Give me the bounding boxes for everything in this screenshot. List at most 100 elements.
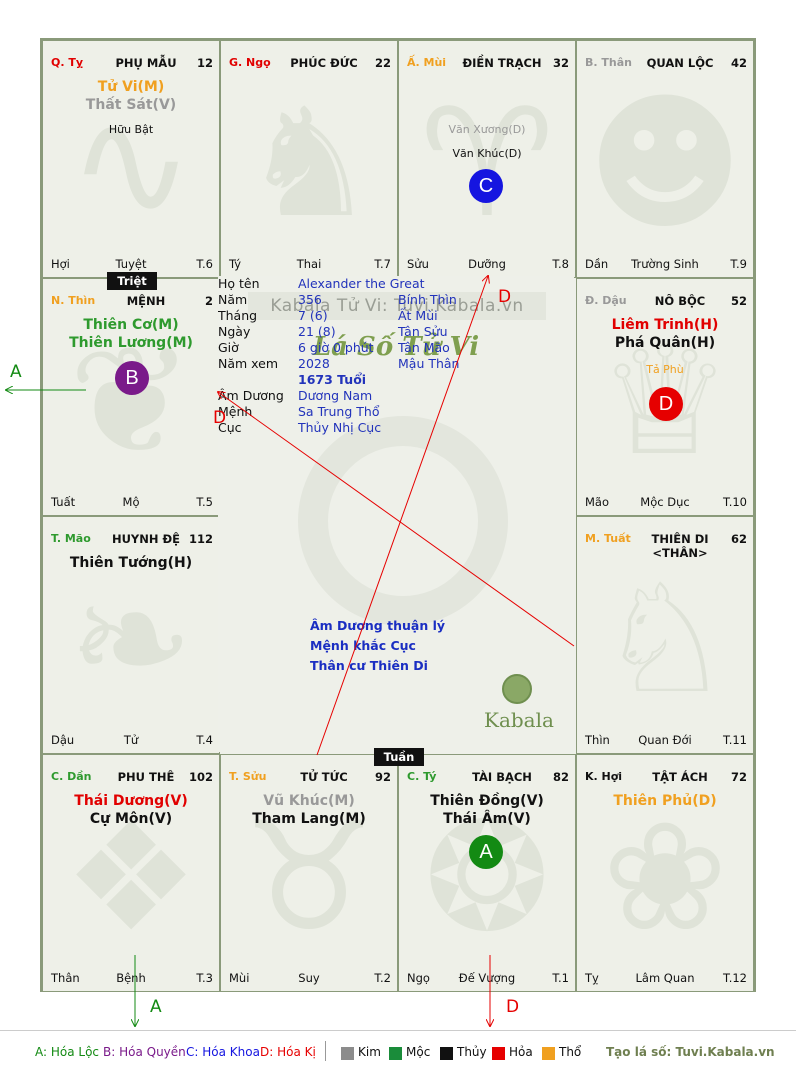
dog-zodiac-icon: ♘ (597, 552, 733, 727)
palace-phase: Mộc Dục (640, 495, 690, 509)
info-value-can-chi: Tân Sửu (398, 324, 448, 339)
monkey-zodiac-icon: ☻ (586, 76, 744, 251)
label-bottom-d: D (506, 997, 520, 1017)
palace-branch: Mão (585, 495, 610, 509)
palace-name: TÀI BẠCH (472, 770, 532, 784)
legend-kim: Kim (358, 1045, 381, 1059)
main-star-1: Liêm Trinh(H) (611, 317, 719, 333)
palace-age: 102 (188, 770, 213, 784)
palace-branch: Ngọ (407, 971, 430, 985)
info-value: Dương Nam (298, 388, 373, 403)
palace-name: TỬ TỨC (300, 770, 348, 784)
info-value: Sa Trung Thổ (298, 404, 380, 419)
chart-note: Mệnh khắc Cục (310, 638, 416, 653)
palace-month: T.5 (196, 495, 213, 509)
info-label: Giờ (218, 340, 239, 355)
main-star-1: Thiên Phủ(D) (613, 793, 717, 809)
info-value: 1673 Tuổi (298, 372, 367, 387)
legend-hoa: Hỏa (509, 1045, 533, 1059)
palace-stem-branch: C. Tý (407, 770, 437, 783)
palace-name: MỆNH (126, 294, 166, 308)
palace-name: PHÚC ĐỨC (290, 56, 358, 70)
palace-name: PHỤ MẪU (115, 56, 177, 70)
swatch-tho (542, 1047, 555, 1060)
palace-month: T.11 (723, 733, 747, 747)
rabbit-zodiac-icon: ❧ (68, 552, 194, 727)
palace-phase: Bệnh (116, 971, 146, 985)
legend-thuy: Thủy (457, 1045, 487, 1059)
main-star-2: Phá Quân(H) (614, 335, 716, 351)
main-star-2: Thái Âm(V) (443, 811, 531, 827)
main-star-1: Vũ Khúc(M) (263, 793, 355, 809)
main-star-1: Thiên Tướng(H) (69, 555, 193, 571)
kabala-logo-text: Kabala (484, 708, 554, 732)
palace-branch: Mùi (229, 971, 250, 985)
palace-age: 42 (730, 56, 747, 70)
palace-branch: Thân (51, 971, 80, 985)
info-value-can-chi: Bính Thìn (398, 292, 457, 307)
main-star-2: Tham Lang(M) (252, 811, 366, 827)
pig-zodiac-icon: ❀ (602, 790, 728, 965)
info-row: 1673 Tuổi (218, 372, 548, 388)
palace-stem-branch: M. Tuất (585, 532, 631, 545)
palace-month: T.6 (196, 257, 213, 271)
info-value: 356 (298, 292, 322, 307)
info-value: Thủy Nhị Cục (298, 420, 382, 435)
main-star-2: Thất Sát(V) (85, 97, 177, 113)
palace-name: ĐIỀN TRẠCH (462, 56, 542, 70)
info-value: 7 (6) (298, 308, 328, 323)
aux-star-2: Văn Khúc(D) (452, 147, 522, 160)
legend-tho: Thổ (559, 1045, 582, 1059)
palace-age: 92 (374, 770, 391, 784)
palace-age: 82 (552, 770, 569, 784)
kabala-tree-icon (502, 674, 532, 704)
palace-stem-branch: G. Ngọ (229, 56, 271, 69)
palace-name: THIÊN DI <THÂN> (651, 532, 709, 560)
info-value: 6 giờ 0 phút (298, 340, 374, 355)
info-label: Năm xem (218, 356, 279, 371)
info-value-can-chi: Mậu Thân (398, 356, 460, 371)
main-star-1: Thiên Cơ(M) (83, 317, 179, 333)
hoa-marker-c: C (469, 169, 503, 203)
info-value-can-chi: Tân Mão (398, 340, 450, 355)
palace-age: 52 (730, 294, 747, 308)
palace-branch: Tuất (51, 495, 76, 509)
info-row: Âm Dương Dương Nam (218, 388, 548, 404)
aux-star-1: Văn Xương(D) (448, 123, 526, 136)
legend-hoa-ki: D: Hóa Kị (260, 1045, 316, 1059)
hoa-marker-d: D (649, 387, 683, 421)
palace-phase: Tử (123, 733, 139, 747)
palace-name: PHU THÊ (117, 770, 175, 784)
palace-stem-branch: T. Sửu (229, 770, 267, 783)
palace-month: T.12 (723, 971, 747, 985)
palace-age: 112 (188, 532, 213, 546)
aux-star-1: Tả Phù (646, 363, 684, 376)
palace-phase: Mộ (122, 495, 140, 509)
palace-month: T.3 (196, 971, 213, 985)
palace-phase: Trường Sinh (631, 257, 699, 271)
palace-name: NÔ BỘC (654, 294, 706, 308)
info-row: Giờ 6 giờ 0 phút Tân Mão (218, 340, 548, 356)
chart-note: Âm Dương thuận lý (310, 618, 446, 633)
info-label: Âm Dương (218, 388, 284, 403)
palace-age: 12 (196, 56, 213, 70)
site-link[interactable]: Tạo lá số: Tuvi.Kabala.vn (606, 1045, 775, 1059)
palace-phase: Quan Đới (638, 733, 692, 747)
info-label: Họ tên (218, 276, 260, 291)
main-star-2: Cự Môn(V) (89, 811, 173, 827)
info-label: Tháng (218, 308, 258, 323)
legend-hoa-khoa: C: Hóa Khoa (186, 1045, 260, 1059)
legend-moc: Mộc (406, 1045, 431, 1059)
palace-month: T.9 (730, 257, 747, 271)
palace-age: 32 (552, 56, 569, 70)
palace-month: T.4 (196, 733, 213, 747)
horse-zodiac-icon: ♞ (241, 76, 377, 251)
